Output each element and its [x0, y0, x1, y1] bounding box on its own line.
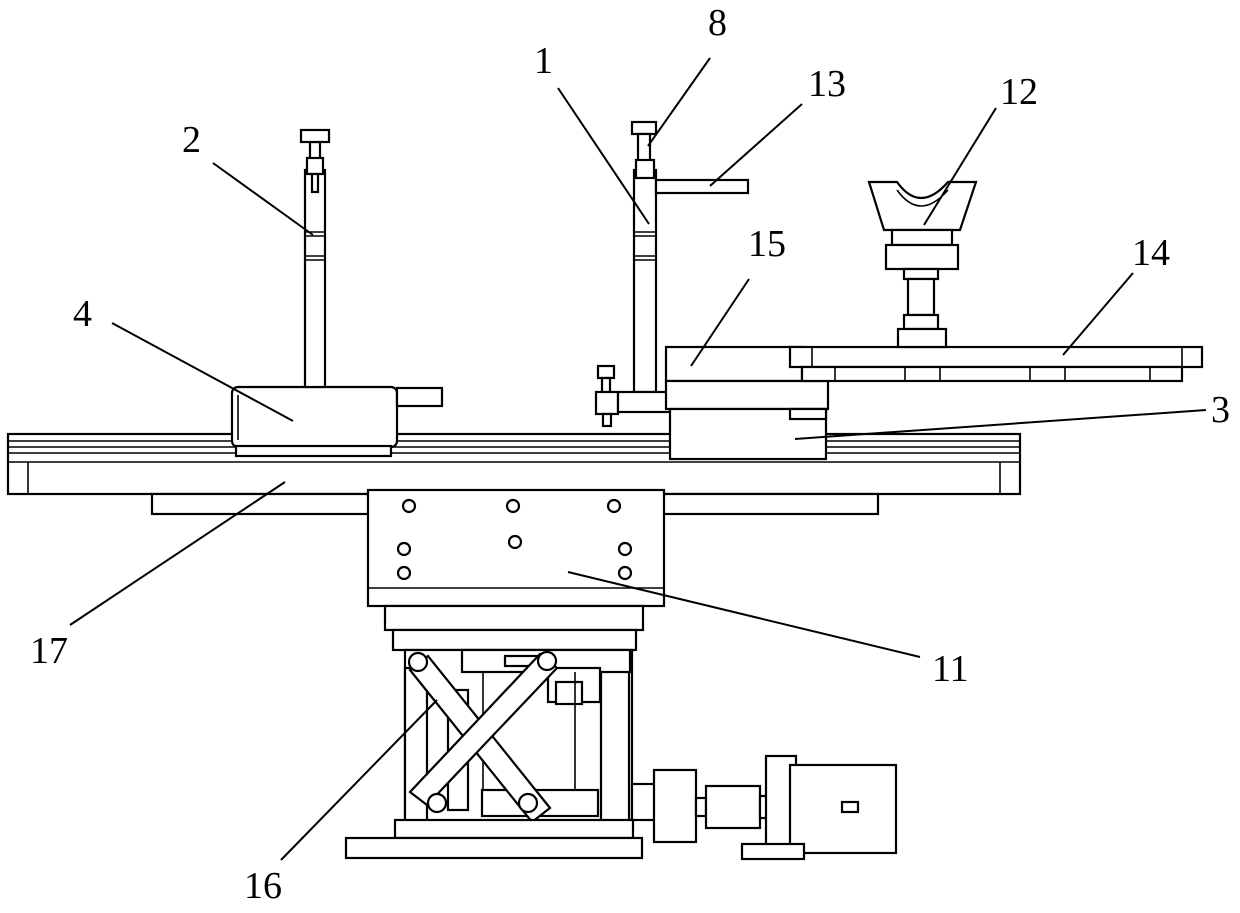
label-17: 17	[30, 630, 68, 672]
scissor-lift-16	[346, 650, 642, 858]
rod-2	[301, 130, 329, 387]
housing-11	[368, 490, 664, 650]
motor	[632, 756, 896, 859]
label-3: 3	[1211, 389, 1230, 431]
holder-12	[869, 182, 976, 347]
label-13: 13	[808, 63, 846, 105]
label-12: 12	[1000, 71, 1038, 113]
label-11: 11	[932, 648, 969, 690]
arm-13	[656, 180, 748, 193]
label-16: 16	[244, 865, 282, 907]
plate-14	[790, 347, 1202, 381]
label-2: 2	[182, 119, 201, 161]
label-15: 15	[748, 223, 786, 265]
rod-1	[634, 170, 656, 392]
screw-8	[632, 122, 656, 178]
label-1: 1	[534, 40, 553, 82]
label-14: 14	[1132, 232, 1170, 274]
label-4: 4	[73, 293, 92, 335]
label-8: 8	[708, 2, 727, 44]
slider-3	[670, 409, 826, 459]
